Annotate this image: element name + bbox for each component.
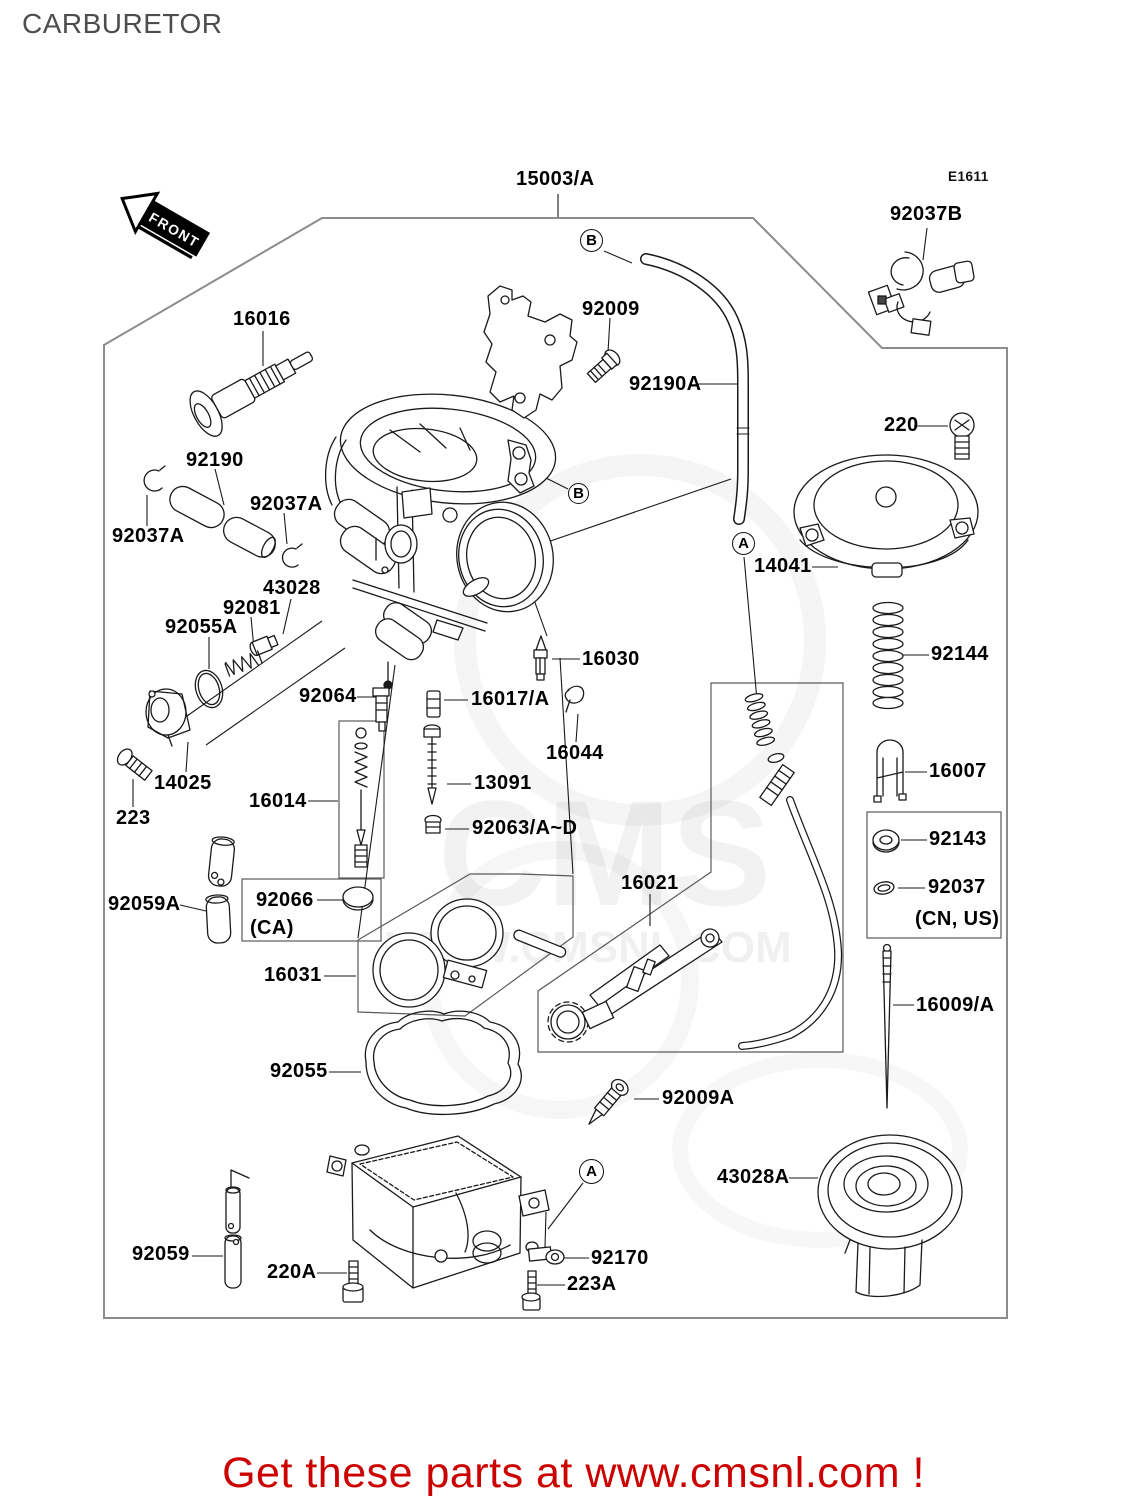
tube-92059-drawing bbox=[224, 1169, 250, 1289]
diagram-border bbox=[103, 217, 1008, 1319]
part-label-92055: 92055 bbox=[270, 1060, 328, 1082]
part-label-16021: 16021 bbox=[621, 872, 679, 894]
part-label-16016: 16016 bbox=[233, 308, 291, 330]
part-label-92037B: 92037B bbox=[890, 203, 963, 225]
part-label-92037A: 92037A bbox=[112, 525, 185, 547]
part-label-92009: 92009 bbox=[582, 298, 640, 320]
part-label-223A: 223A bbox=[567, 1273, 617, 1295]
float-bowl-drawing bbox=[326, 1135, 550, 1289]
part-label-92190: 92190 bbox=[186, 449, 244, 471]
cover-14041-drawing bbox=[793, 454, 979, 578]
part-label-92081: 92081 bbox=[223, 597, 281, 619]
cable-16021-drawing bbox=[547, 693, 843, 1050]
part-label-92009A: 92009A bbox=[662, 1087, 735, 1109]
carburetor-body-drawing bbox=[324, 393, 557, 690]
washer-92143-drawing bbox=[872, 829, 900, 853]
clip-92037a-drawing bbox=[143, 465, 303, 568]
leader-lines bbox=[132, 194, 948, 1286]
bracket-drawing bbox=[483, 285, 578, 419]
part-label-92064: 92064 bbox=[299, 685, 357, 707]
part-label-16014: 16014 bbox=[249, 790, 307, 812]
plunger-16016-drawing bbox=[189, 351, 314, 437]
clamp-92037b-drawing bbox=[867, 251, 975, 336]
part-label-16044: 16044 bbox=[546, 742, 604, 764]
callout-B: B bbox=[580, 229, 603, 252]
part-label-(CA): (CA) bbox=[250, 917, 294, 939]
part-label-92059: 92059 bbox=[132, 1243, 190, 1265]
oring-92055a-drawing bbox=[194, 669, 224, 709]
watermark-brand: CMS bbox=[438, 769, 771, 937]
fitting-43028-drawing bbox=[249, 634, 279, 657]
screw-220a-drawing bbox=[342, 1260, 364, 1303]
oring-92037-drawing bbox=[873, 881, 895, 895]
part-label-92190A: 92190A bbox=[629, 373, 702, 395]
part-label-16007: 16007 bbox=[929, 760, 987, 782]
front-arrow: FRONT bbox=[120, 191, 213, 260]
part-label-92170: 92170 bbox=[591, 1247, 649, 1269]
part-label-92063/A~D: 92063/A~D bbox=[472, 817, 578, 839]
part-label-16017/A: 16017/A bbox=[471, 688, 550, 710]
part-label-92055A: 92055A bbox=[165, 616, 238, 638]
screw-223a-drawing bbox=[521, 1270, 541, 1311]
part-label-16009/A: 16009/A bbox=[916, 994, 995, 1016]
plug-92066-drawing bbox=[342, 886, 374, 911]
gasket-92055-drawing bbox=[364, 1010, 522, 1116]
part-label-43028A: 43028A bbox=[717, 1166, 790, 1188]
callout-B: B bbox=[568, 483, 589, 504]
valve-16030-drawing bbox=[533, 635, 548, 681]
holder-16017-drawing bbox=[426, 690, 441, 718]
part-label-220A: 220A bbox=[267, 1261, 317, 1283]
callout-A: A bbox=[579, 1159, 604, 1184]
spring-92144-drawing bbox=[872, 601, 904, 710]
part-label-13091: 13091 bbox=[474, 772, 532, 794]
tube-92190-drawing bbox=[169, 485, 276, 558]
part-label-14025: 14025 bbox=[154, 772, 212, 794]
pilot-screw-16014-drawing bbox=[354, 727, 368, 868]
part-label-223: 223 bbox=[116, 807, 151, 829]
part-label-220: 220 bbox=[884, 414, 919, 436]
seat-14025-drawing bbox=[145, 688, 191, 747]
screw-220-drawing bbox=[949, 412, 975, 460]
banner-text: Get these parts at www.cmsnl.com ! bbox=[222, 1449, 925, 1497]
part-label-43028: 43028 bbox=[263, 577, 321, 599]
needle-16009-drawing bbox=[882, 943, 892, 1109]
part-label-15003/A: 15003/A bbox=[516, 168, 595, 190]
jet-92063-drawing bbox=[424, 814, 442, 834]
page-title: CARBURETOR bbox=[22, 8, 223, 39]
throttle-valve-16031-drawing bbox=[372, 898, 567, 1008]
part-label-14041: 14041 bbox=[754, 555, 812, 577]
hose-92190a-drawing bbox=[640, 253, 750, 525]
screw-92009-drawing bbox=[586, 349, 621, 384]
part-label-16030: 16030 bbox=[582, 648, 640, 670]
fork-16007-drawing bbox=[873, 739, 907, 803]
jet-92064-drawing bbox=[372, 687, 390, 732]
part-label-92144: 92144 bbox=[931, 643, 989, 665]
sub-assembly-boxes bbox=[241, 682, 1002, 1053]
part-label-92066: 92066 bbox=[256, 889, 314, 911]
screw-223-drawing bbox=[116, 748, 153, 781]
diagram-code: E1611 bbox=[948, 169, 989, 184]
part-label-(CN, US): (CN, US) bbox=[915, 908, 1000, 930]
diaphragm-43028a-drawing bbox=[817, 1134, 963, 1298]
screw-92009a-drawing bbox=[588, 1078, 629, 1125]
clip-16044-drawing bbox=[564, 685, 585, 713]
part-label-92059A: 92059A bbox=[108, 893, 181, 915]
part-label-92143: 92143 bbox=[929, 828, 987, 850]
callout-A: A bbox=[732, 532, 755, 555]
part-label-92037A: 92037A bbox=[250, 493, 323, 515]
part-label-16031: 16031 bbox=[264, 964, 322, 986]
part-label-92037: 92037 bbox=[928, 876, 986, 898]
spring-92081-drawing bbox=[224, 650, 263, 677]
fitting-92170-drawing bbox=[525, 1241, 565, 1265]
tube-92059a-drawing bbox=[205, 836, 235, 944]
screw-13091-drawing bbox=[423, 724, 441, 805]
